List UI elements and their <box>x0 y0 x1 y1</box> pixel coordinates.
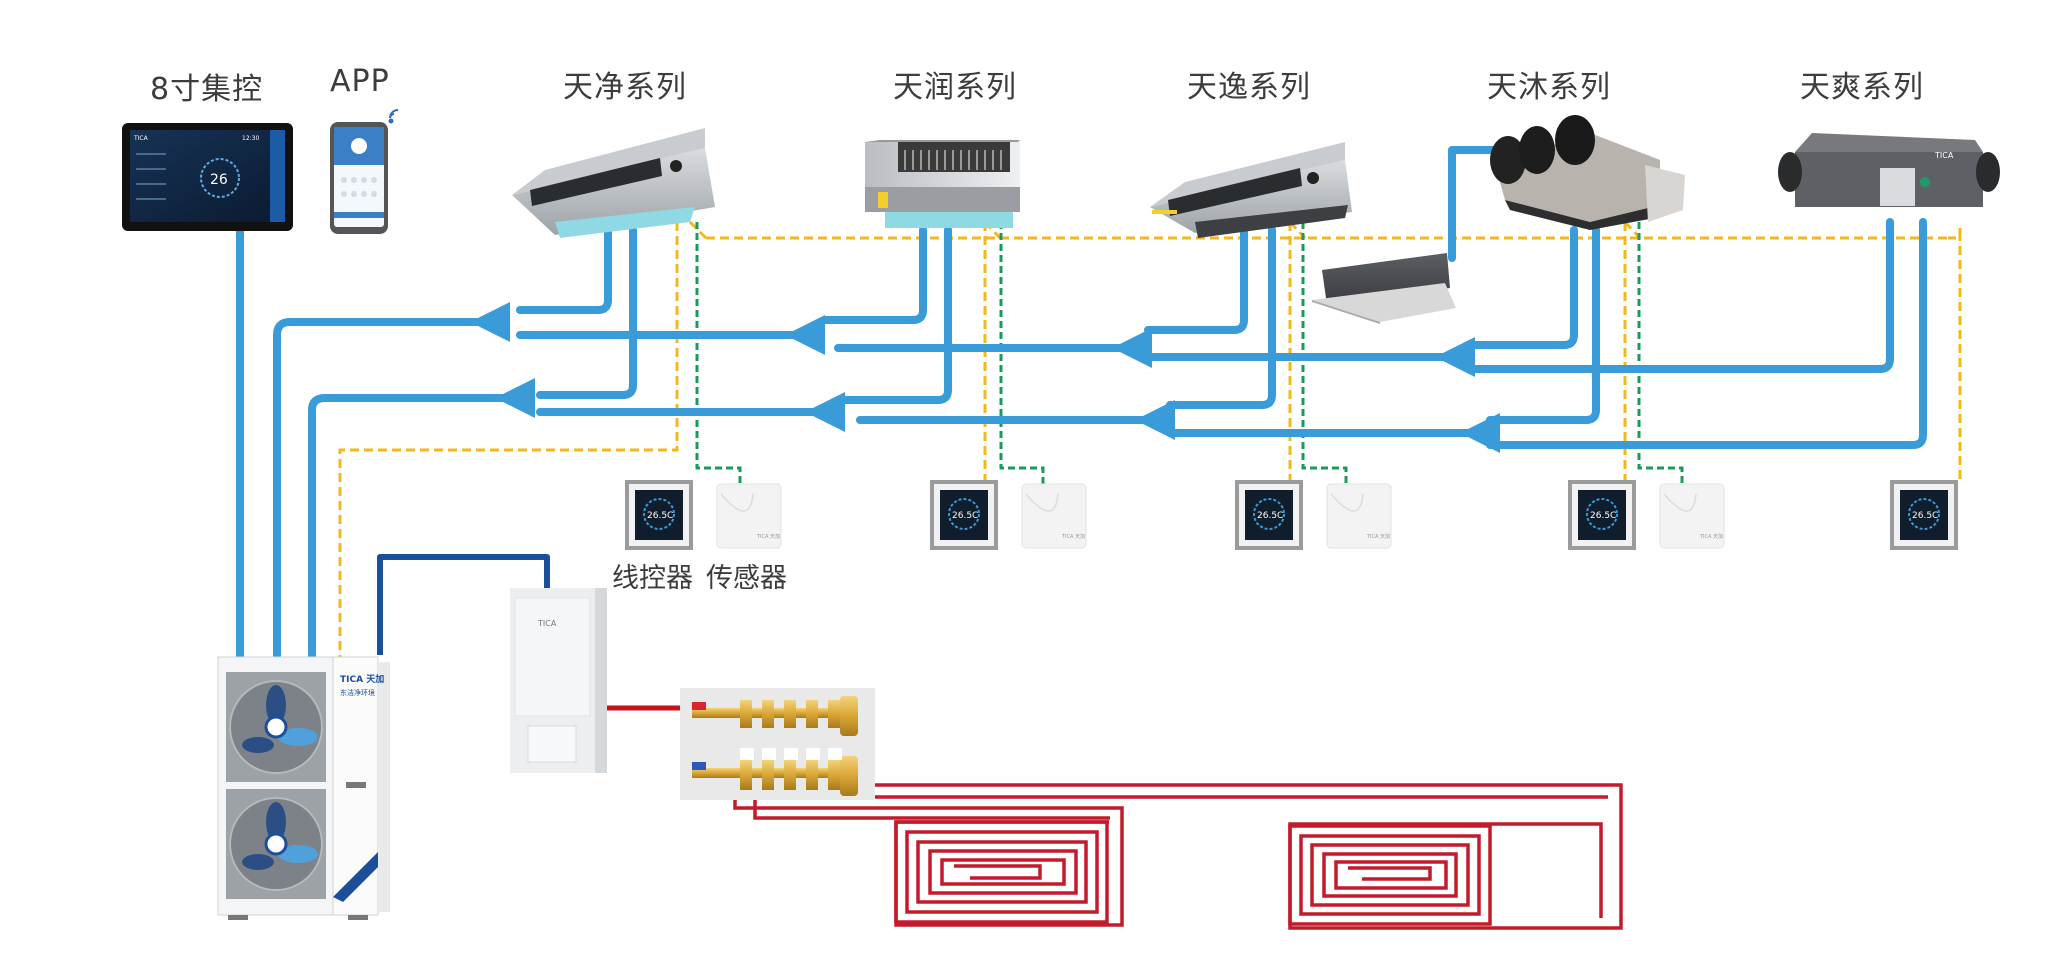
svg-text:TICA 天加: TICA 天加 <box>1061 533 1085 540</box>
wired-controller-display: 26.5C <box>952 511 978 521</box>
central-control-panel[interactable]: 26 TICA 12:30 <box>122 123 293 231</box>
wired-controller-tianyi[interactable]: 26.5C <box>1235 480 1303 550</box>
indoor-unit-tianrun[interactable] <box>865 140 1020 228</box>
sensor-tianmu: TICA 天加 <box>1659 483 1725 549</box>
svg-text:TICA: TICA <box>133 135 149 142</box>
series-label-tianjing: 天净系列 <box>563 70 687 105</box>
wired-controller-display: 26.5C <box>1912 511 1938 521</box>
app-label: APP <box>330 64 390 99</box>
wired-controller-tianjing[interactable]: 26.5C <box>625 480 693 550</box>
wired-controller-display: 26.5C <box>647 511 673 521</box>
svg-text:TICA 天加: TICA 天加 <box>1366 533 1390 540</box>
sensor-tianrun: TICA 天加 <box>1021 483 1087 549</box>
indoor-unit-tianmu[interactable] <box>1490 115 1685 230</box>
svg-text:TICA: TICA <box>1934 151 1954 160</box>
wired-controller-display: 26.5C <box>1257 511 1283 521</box>
outdoor-unit-subbrand: 东洁净环境 <box>340 688 375 697</box>
outdoor-unit[interactable]: TICA 天加 东洁净环境 <box>217 656 390 920</box>
flow-arrow <box>1135 400 1175 440</box>
ceiling-diffuser <box>1312 253 1456 324</box>
floor-loop-left <box>894 820 1109 924</box>
series-label-tianshuang: 天爽系列 <box>1800 70 1924 105</box>
central-control-label: 8寸集控 <box>150 72 264 107</box>
water-pipe <box>377 554 550 655</box>
hydro-module[interactable]: TICA <box>510 588 607 773</box>
wifi-icon <box>388 109 399 124</box>
floor-heating-manifold[interactable] <box>680 688 875 800</box>
floor-loop-right <box>1288 824 1492 926</box>
indoor-unit-tianshuang[interactable]: TICA <box>1778 133 2000 207</box>
flow-arrow <box>1435 337 1475 377</box>
wired-controller-label: 线控器 <box>612 563 693 594</box>
indoor-unit-tianjing[interactable] <box>512 128 715 238</box>
sensor-tianjing: TICA 天加 <box>716 483 782 549</box>
wired-controller-tianshuang[interactable]: 26.5C <box>1890 480 1958 550</box>
flow-arrows <box>470 302 1500 453</box>
series-label-tianmu: 天沐系列 <box>1487 70 1611 105</box>
wired-controller-tianrun[interactable]: 26.5C <box>930 480 998 550</box>
flow-arrow <box>1112 328 1152 368</box>
flow-arrow <box>1460 413 1500 453</box>
indoor-unit-tianyi[interactable] <box>1150 142 1352 238</box>
wired-controller-display: 26.5C <box>1590 511 1616 521</box>
central-control-temp: 26 <box>210 172 228 188</box>
flow-arrow <box>805 392 845 432</box>
series-label-tianrun: 天润系列 <box>893 70 1017 105</box>
series-label-tianyi: 天逸系列 <box>1187 70 1311 105</box>
outdoor-unit-brand: TICA 天加 <box>340 673 384 685</box>
flow-arrow <box>470 302 510 342</box>
app-phone[interactable] <box>330 122 388 234</box>
hydro-module-brand: TICA <box>537 619 557 628</box>
sensor-tianyi: TICA 天加 <box>1326 483 1392 549</box>
flow-arrow <box>785 315 825 355</box>
refrigerant-pipes <box>236 146 1927 659</box>
svg-text:TICA 天加: TICA 天加 <box>1699 533 1723 540</box>
central-control-time: 12:30 <box>242 135 259 142</box>
sensor-label: 传感器 <box>706 563 787 594</box>
wired-controller-tianmu[interactable]: 26.5C <box>1568 480 1636 550</box>
flow-arrow <box>495 378 535 418</box>
svg-text:TICA 天加: TICA 天加 <box>756 533 780 540</box>
